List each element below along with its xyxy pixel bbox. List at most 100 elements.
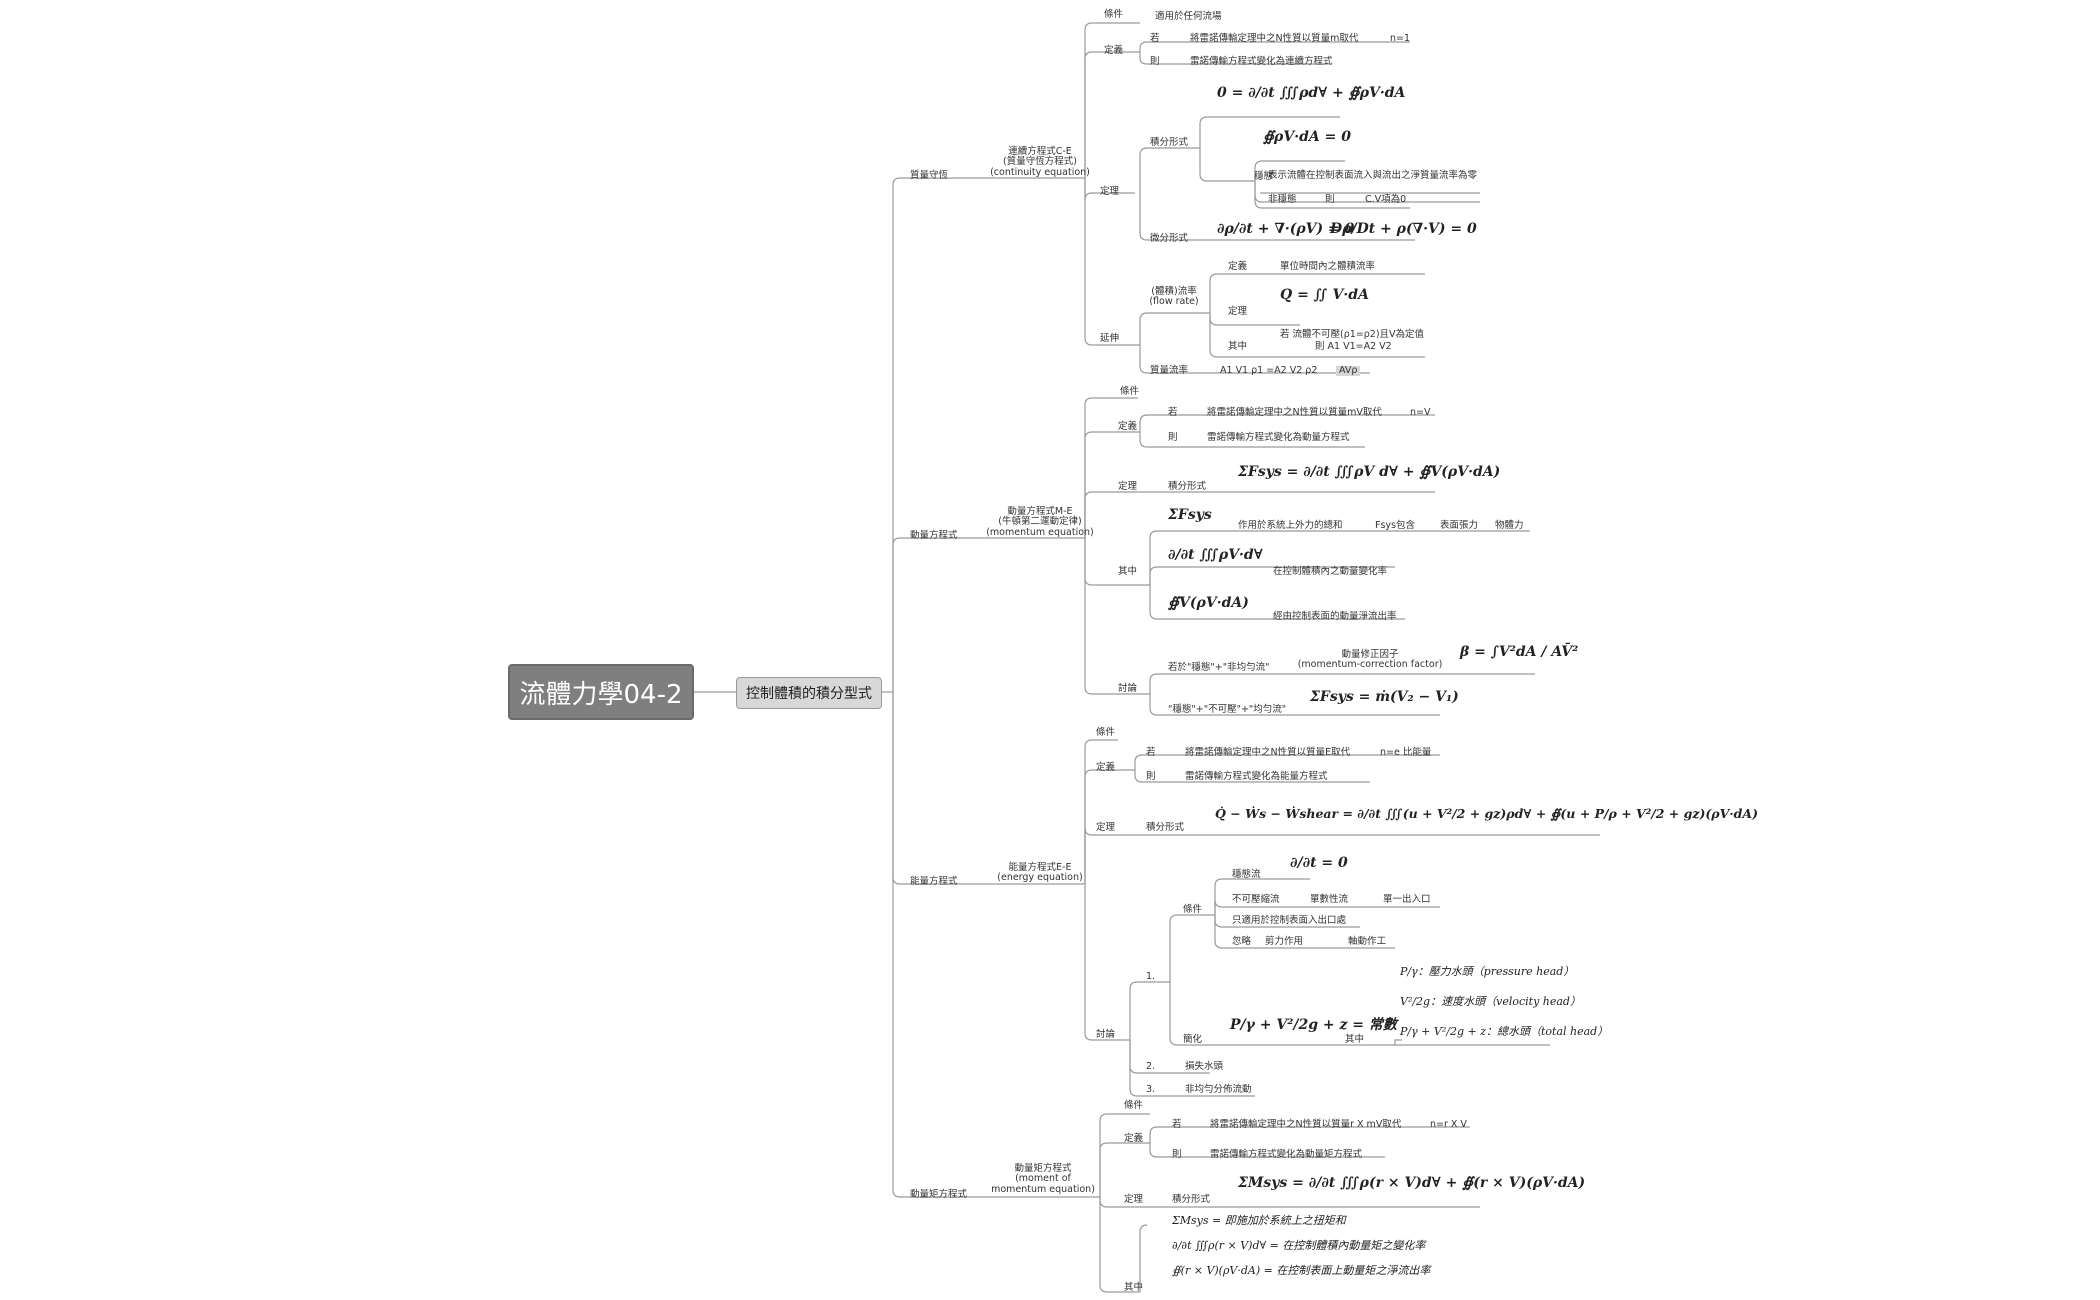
energy-simplify: 簡化 xyxy=(1183,1034,1203,1045)
mass-eq-name: 連續方程式C-E (質量守恆方程式) (continuity equation) xyxy=(990,146,1090,178)
momentum-F-symbol: ΣFsys xyxy=(1168,507,1212,523)
energy-integral[interactable]: 積分形式 xyxy=(1146,822,1185,833)
mass-cv-zero: C.V項為0 xyxy=(1365,194,1407,205)
momentum-condition[interactable]: 條件 xyxy=(1120,386,1140,397)
momentum-if: 若 xyxy=(1168,407,1178,418)
mass-not-steady: 非穩態 xyxy=(1268,194,1297,205)
energy-steady: 穩態流 xyxy=(1232,869,1261,880)
angular-definition[interactable]: 定義 xyxy=(1124,1133,1144,1144)
momentum-correction-factor: 動量修正因子 (momentum-correction factor) xyxy=(1297,649,1443,671)
branch-angular-momentum[interactable]: 動量矩方程式 xyxy=(910,1189,968,1200)
momentum-cv-text: 在控制體積內之動量變化率 xyxy=(1273,566,1388,577)
branch-momentum[interactable]: 動量方程式 xyxy=(910,530,958,541)
angular-where-1: ΣMsys = 即施加於系統上之扭矩和 xyxy=(1172,1214,1346,1227)
momentum-surface: 表面張力 xyxy=(1440,520,1479,531)
mass-then2: 則 xyxy=(1325,194,1335,205)
mass-flow[interactable]: 質量流率 xyxy=(1150,365,1189,376)
mass-steady-equation: ∯ρV·dA = 0 xyxy=(1263,129,1351,145)
energy-then: 則 xyxy=(1146,771,1156,782)
energy-cond: 條件 xyxy=(1183,904,1203,915)
subtopic-control-volume[interactable]: 控制體積的積分型式 xyxy=(736,677,882,709)
angular-where-3: ∯(r × V)(ρV·dA) = 在控制表面上動量矩之淨流出率 xyxy=(1172,1264,1431,1277)
energy-integral-equation: Q̇ − Ẇs − Ẇshear = ∂/∂t ∭(u + V²/2 + gz)… xyxy=(1215,806,1759,821)
mass-condition[interactable]: 條件 xyxy=(1104,9,1124,20)
mass-definition[interactable]: 定義 xyxy=(1104,45,1124,56)
momentum-cs-text: 經由控制表面的動量淨流出率 xyxy=(1273,611,1397,622)
angular-theorem[interactable]: 定理 xyxy=(1124,1194,1144,1205)
mass-if: 若 xyxy=(1150,33,1160,44)
energy-total-head: P/γ + V²/2g + z：總水頭（total head） xyxy=(1400,1025,1609,1038)
angular-condition[interactable]: 條件 xyxy=(1124,1100,1144,1111)
energy-item-2: 2. xyxy=(1146,1061,1156,1072)
energy-single-io: 單一出入口 xyxy=(1383,894,1431,905)
angular-integral-equation: ΣMsys = ∂/∂t ∭ρ(r × V)d∀ + ∯(r × V)(ρV·d… xyxy=(1238,1175,1586,1191)
mass-integral-form[interactable]: 積分形式 xyxy=(1150,137,1189,148)
mass-where: 其中 xyxy=(1228,341,1248,352)
mass-theorem[interactable]: 定理 xyxy=(1100,186,1120,197)
mass-steady-text: 表示流體在控制表面流入與流出之淨質量流率為零 xyxy=(1268,170,1478,181)
momentum-integral[interactable]: 積分形式 xyxy=(1168,481,1207,492)
energy-item-2-text: 損失水頭 xyxy=(1185,1061,1224,1072)
mass-differential[interactable]: 微分形式 xyxy=(1150,233,1189,244)
mass-flow-rate[interactable]: (體積)流率 (flow rate) xyxy=(1149,286,1199,308)
mass-flow-text: A1 V1 ρ1 =A2 V2 ρ2 xyxy=(1220,365,1318,376)
angular-where[interactable]: 其中 xyxy=(1124,1282,1144,1293)
momentum-theorem[interactable]: 定理 xyxy=(1118,481,1138,492)
momentum-then: 則 xyxy=(1168,432,1178,443)
momentum-beta-equation: β = ∫V²dA / AV̄² xyxy=(1460,644,1579,660)
mass-integral-equation: 0 = ∂/∂t ∭ρd∀ + ∯ρV·dA xyxy=(1217,85,1406,101)
energy-shear: 剪力作用 xyxy=(1265,936,1304,947)
energy-item-3: 3. xyxy=(1146,1084,1156,1095)
angular-if-text: 將雷諾傳輸定理中之N性質以質量r X mV取代 xyxy=(1210,1119,1402,1130)
mass-where-text-2: 則 A1 V1=A2 V2 xyxy=(1315,341,1392,352)
momentum-if-text: 將雷諾傳輸定理中之N性質以質量mV取代 xyxy=(1207,407,1382,418)
energy-single: 單數性流 xyxy=(1310,894,1349,905)
momentum-then-text: 雷諾傳輸方程式變化為動量方程式 xyxy=(1207,432,1350,443)
momentum-eq-name: 動量方程式M-E (牛頓第二運動定律) (momentum equation) xyxy=(986,506,1094,538)
energy-condition[interactable]: 條件 xyxy=(1096,727,1116,738)
momentum-where[interactable]: 其中 xyxy=(1118,566,1138,577)
mass-then-text: 雷諾傳輸方程式變化為連續方程式 xyxy=(1190,56,1333,67)
energy-bernoulli: P/γ + V²/2g + z = 常數 xyxy=(1230,1017,1397,1033)
angular-where-2: ∂/∂t ∭ρ(r × V)d∀ = 在控制體積內動量矩之變化率 xyxy=(1172,1239,1426,1252)
energy-where: 其中 xyxy=(1345,1034,1365,1045)
energy-then-text: 雷諾傳輸方程式變化為能量方程式 xyxy=(1185,771,1328,782)
angular-eq-name: 動量矩方程式 (moment of momentum equation) xyxy=(991,1163,1095,1195)
momentum-cs-term: ∯V(ρV·dA) xyxy=(1168,595,1249,611)
angular-if: 若 xyxy=(1172,1119,1182,1130)
angular-n-eq: n=r X V xyxy=(1430,1119,1467,1130)
momentum-F-text: 作用於系統上外力的總和 xyxy=(1238,520,1343,531)
mass-where-text-1: 若 流體不可壓(ρ1=ρ2)且V為定值 xyxy=(1280,329,1425,340)
energy-only-cs: 只適用於控制表面入出口處 xyxy=(1232,915,1347,926)
mass-n-eq: n=1 xyxy=(1390,33,1411,44)
mass-condition-value: 適用於任何流場 xyxy=(1155,11,1222,22)
momentum-steady-uniform: 若於"穩態"+"非均勻流" xyxy=(1168,662,1270,673)
energy-if-text: 將雷諾傳輸定理中之N性質以質量E取代 xyxy=(1185,747,1351,758)
branch-energy[interactable]: 能量方程式 xyxy=(910,876,958,887)
energy-shaft: 軸動作工 xyxy=(1348,936,1387,947)
mass-derive[interactable]: 延伸 xyxy=(1100,333,1120,344)
momentum-cv-term: ∂/∂t ∭ρV·d∀ xyxy=(1168,547,1263,563)
root-topic[interactable]: 流體力學04-2 xyxy=(508,664,694,720)
momentum-n-eq: n=V xyxy=(1410,407,1431,418)
energy-n-eq: n=e 比能量 xyxy=(1380,747,1432,758)
momentum-body: 物體力 xyxy=(1495,520,1524,531)
energy-discuss[interactable]: 討論 xyxy=(1096,1029,1116,1040)
momentum-integral-equation: ΣFsys = ∂/∂t ∭ρV d∀ + ∯V(ρV·dA) xyxy=(1238,464,1501,480)
energy-item-1: 1. xyxy=(1146,971,1156,982)
momentum-result-equation: ΣFsys = ṁ(V₂ − V₁) xyxy=(1310,689,1459,705)
momentum-discuss[interactable]: 討論 xyxy=(1118,683,1138,694)
energy-definition[interactable]: 定義 xyxy=(1096,762,1116,773)
mass-def2-text: 單位時間內之體積流率 xyxy=(1280,261,1376,272)
mass-diff-eq-2: Dρ/Dt + ρ(∇·V) = 0 xyxy=(1330,221,1477,237)
mass-steady: 穩態 xyxy=(1254,171,1274,182)
momentum-definition[interactable]: 定義 xyxy=(1118,421,1138,432)
angular-integral[interactable]: 積分形式 xyxy=(1172,1194,1211,1205)
energy-item-3-text: 非均勻分佈流動 xyxy=(1185,1084,1252,1095)
energy-pressure-head: P/γ：壓力水頭（pressure head） xyxy=(1400,965,1575,978)
energy-theorem[interactable]: 定理 xyxy=(1096,822,1116,833)
branch-mass[interactable]: 質量守恆 xyxy=(910,170,949,181)
momentum-fsys: Fsys包含 xyxy=(1375,520,1415,531)
angular-then-text: 雷諾傳輸方程式變化為動量矩方程式 xyxy=(1210,1149,1363,1160)
